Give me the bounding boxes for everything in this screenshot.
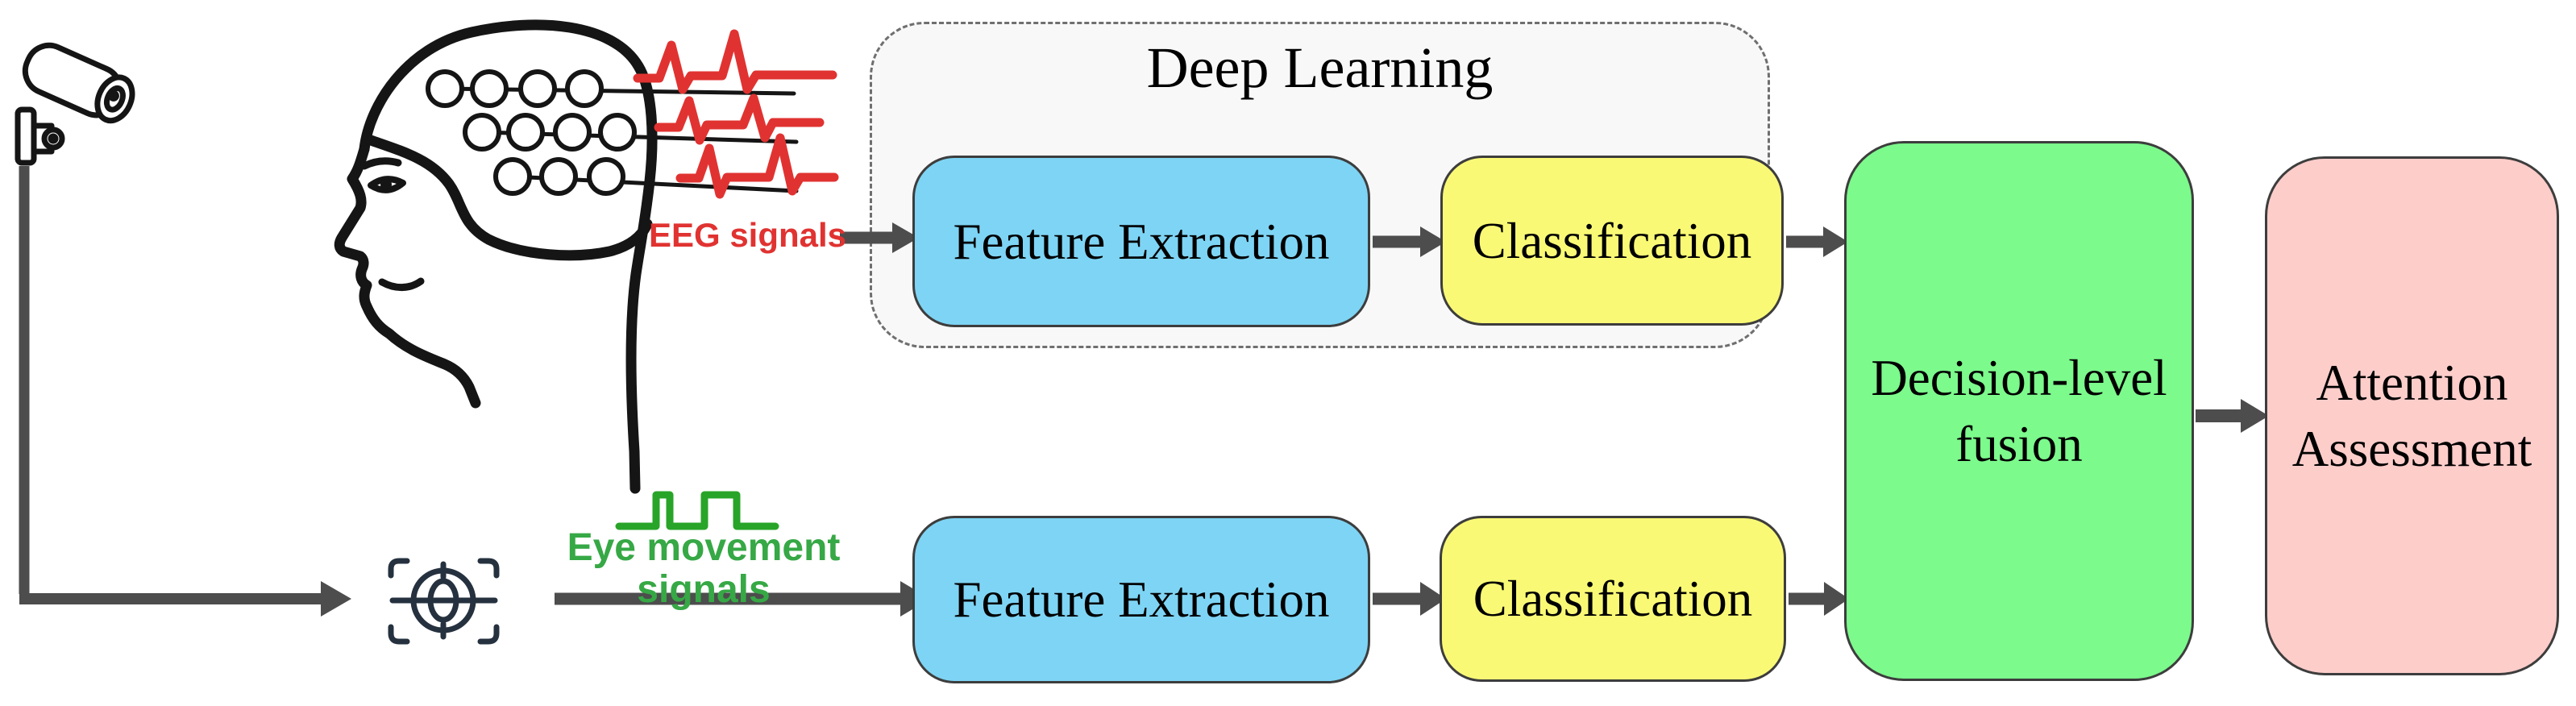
arrow-fusion-to-assessment (2196, 399, 2269, 433)
arrow-classification-top-to-fusion (1786, 226, 1848, 257)
head-eeg-electrodes-icon (334, 19, 799, 494)
arrow-fe-top-to-classification (1373, 226, 1446, 257)
eeg-waveforms-icon (633, 29, 839, 199)
deep-learning-title: Deep Learning (1146, 35, 1494, 100)
classification-node-eye: Classification (1440, 516, 1786, 682)
eye-tracker-icon (388, 558, 500, 645)
arrow-eeg-to-feature-extraction (840, 222, 919, 253)
arrow-fe-bottom-to-classification (1373, 582, 1446, 616)
square-wave-icon (615, 491, 779, 530)
classification-node-eeg: Classification (1440, 156, 1784, 326)
assessment-label-line1: Attention (2316, 355, 2508, 411)
eeg-electrode-circles (426, 69, 637, 196)
feature-extraction-node-eye: Feature Extraction (912, 516, 1370, 683)
fusion-label-line1: Decision-level (1871, 350, 2167, 406)
arrow-classification-bottom-to-fusion (1789, 582, 1849, 616)
surveillance-camera-icon (15, 42, 135, 166)
camera-to-tracker-arrow (19, 166, 351, 617)
assessment-label-line2: Assessment (2291, 421, 2532, 477)
feature-extraction-node-eeg: Feature Extraction (912, 156, 1370, 327)
attention-assessment-node: Attention Assessment (2265, 156, 2559, 675)
decision-level-fusion-node: Decision-level fusion (1844, 141, 2194, 681)
eeg-signals-label: EEG signals (648, 216, 847, 254)
fusion-label-line2: fusion (1955, 416, 2083, 472)
eye-movement-signals-label: Eye movement signals (567, 526, 841, 611)
